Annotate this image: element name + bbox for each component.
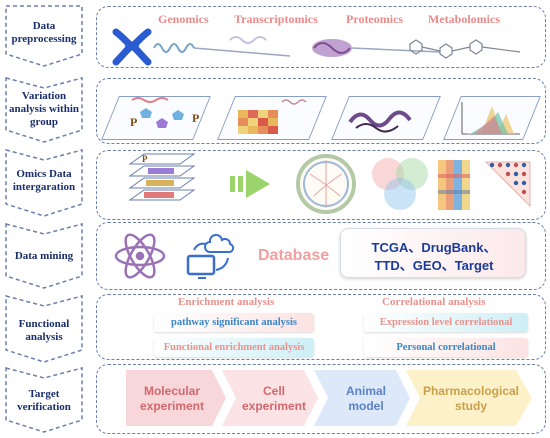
atom-icon [114,233,166,279]
omics-genomics: Genomics [158,12,209,26]
stage-chevron [5,77,83,143]
verification-arrow-chain [126,370,532,426]
cell-arrow [222,370,318,426]
stage-chevron [5,223,83,289]
molecular-arrow [126,370,226,426]
stage-label: Functional analysis [18,318,70,343]
metabolite-structure-icon [409,39,521,59]
animal-line1: Animal [345,384,386,398]
clustered-heatmap-icon [438,160,470,210]
protein-structure-icon [348,110,412,133]
omics-metabolomics: Metabolomics [428,12,500,26]
stage-label: Data preprocessing [11,20,77,45]
omics-proteomics: Proteomics [346,12,404,26]
panel-preprocessing [96,6,546,68]
stage-data-mining: Data mining [4,222,84,290]
stage-label: Omics Data intergaration [12,168,76,193]
database-label: Database [258,247,330,264]
enrichment-analysis-header: Enrichment analysis [178,296,275,308]
stage-chevron [5,149,83,217]
correlation-matrix-icon [485,161,531,207]
chromosome-icon [112,28,152,66]
animal-line2: model [348,399,384,413]
data-mining-icons [114,233,235,279]
svg-text:P: P [142,154,148,164]
dna-coil-icon [153,43,195,53]
cell-line2: experiment [241,399,307,413]
personal-correlational-box: Personal correlational [364,338,528,357]
pharmacological-line2: study [454,399,487,413]
stage-label: Target verification [17,388,71,413]
correlational-analysis-header: Correlational analysis [382,296,486,308]
variation-illustrations: P P [130,97,520,135]
svg-text:P: P [130,115,137,129]
stage-chevron [5,295,83,363]
stage-chevron [5,367,83,433]
spectra-chart-icon [461,102,520,135]
stage-target-verification: Target verification [4,366,84,434]
circos-plot-icon [296,154,356,214]
animal-arrow [314,370,410,426]
database-sources-line1: TCGA、DrugBank、 [371,240,497,255]
stage-omics-integration: Omics Data intergaration [4,148,84,218]
venn-diagram-icon [372,158,428,210]
stage-label: Variation analysis within group [9,90,79,128]
omics-molecule-illustration [112,28,521,66]
functional-enrichment-box: Functional enrichment analysis [154,338,314,357]
molecular-line2: experiment [139,399,205,413]
cell-line1: Cell [262,384,285,398]
integration-illustrations: P [128,153,531,214]
molecular-line1: Molecular [143,384,200,398]
stage-label: Data mining [14,250,74,262]
arrow-right-icon [230,170,270,198]
stage-functional-analysis: Functional analysis [4,294,84,364]
expression-level-box: Expression level correlational [364,313,528,332]
stacked-layers-icon: P [128,153,196,201]
stage-variation-analysis: Variation analysis within group [4,76,84,144]
database-sources-box: TCGA、DrugBank、 TTD、GEO、Target [340,228,526,278]
database-sources-line2: TTD、GEO、Target [374,258,494,273]
nucleotide-chain-icon: P P [130,97,199,129]
pharmacological-line1: Pharmacological [422,384,520,398]
heatmap-icon [238,99,307,134]
pharmacological-arrow [406,370,532,426]
cloud-computer-icon [186,233,235,279]
omics-transcriptomics: Transcriptomics [234,12,318,26]
svg-text:P: P [192,111,199,125]
stage-data-preprocessing: Data preprocessing [4,4,84,68]
stage-chevron [5,5,83,67]
pathway-analysis-box: pathway significant analysis [154,313,314,332]
